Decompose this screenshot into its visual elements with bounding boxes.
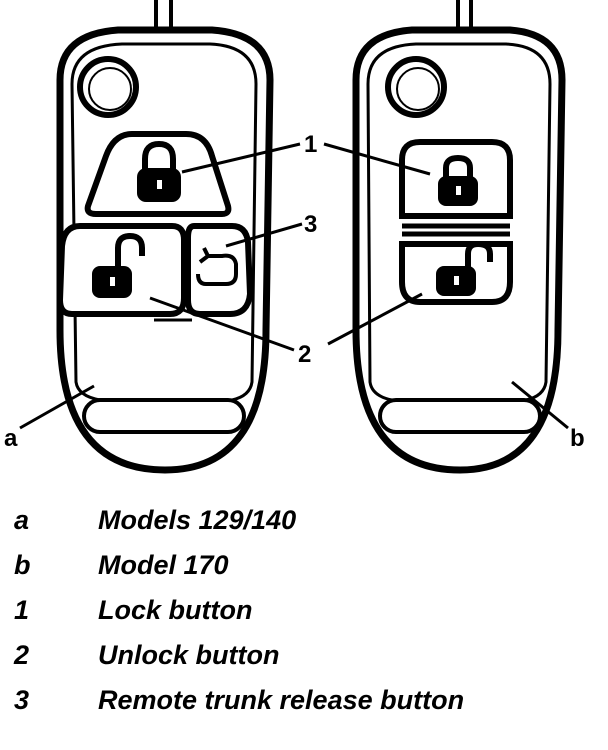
legend-key: b	[14, 550, 31, 580]
legend-text: Remote trunk release button	[98, 685, 465, 715]
legend-text: Model 170	[98, 550, 229, 580]
legend-text: Lock button	[98, 595, 253, 625]
legend-key: a	[14, 505, 30, 535]
open-lock-icon	[92, 232, 145, 298]
closed-lock-icon	[137, 140, 181, 202]
open-lock-icon	[436, 240, 493, 296]
callout-a: a	[4, 425, 18, 452]
key-fob-model-170	[352, 0, 566, 474]
legend-row-1: 1 Lock button	[0, 590, 608, 630]
legend-row-a: a Models 129/140	[0, 500, 608, 540]
legend-key: 1	[14, 595, 30, 625]
callout-2: 2	[298, 341, 311, 368]
callout-3: 3	[304, 211, 317, 238]
key-slot	[82, 398, 246, 434]
key-slot	[378, 398, 542, 434]
legend-text: Unlock button	[98, 640, 280, 670]
legend-key: 2	[14, 640, 30, 670]
key-ring-hole	[385, 56, 447, 118]
callout-1: 1	[304, 131, 317, 158]
key-fob-diagram: 1 3 2 a b	[4, 0, 585, 474]
closed-lock-icon	[438, 154, 478, 206]
key-ring-hole	[77, 56, 139, 118]
legend-text: Models 129/140	[98, 505, 297, 535]
trunk-release-button	[185, 223, 254, 317]
legend-row-3: 3 Remote trunk release button	[0, 680, 608, 720]
trunk-icon	[196, 247, 238, 286]
legend-row-b: b Model 170	[0, 545, 608, 585]
key-fob-models-129-140	[56, 0, 274, 474]
legend-row-2: 2 Unlock button	[0, 635, 608, 675]
callout-b: b	[570, 425, 585, 452]
leader-lines	[19, 142, 569, 430]
legend-key: 3	[14, 685, 30, 715]
